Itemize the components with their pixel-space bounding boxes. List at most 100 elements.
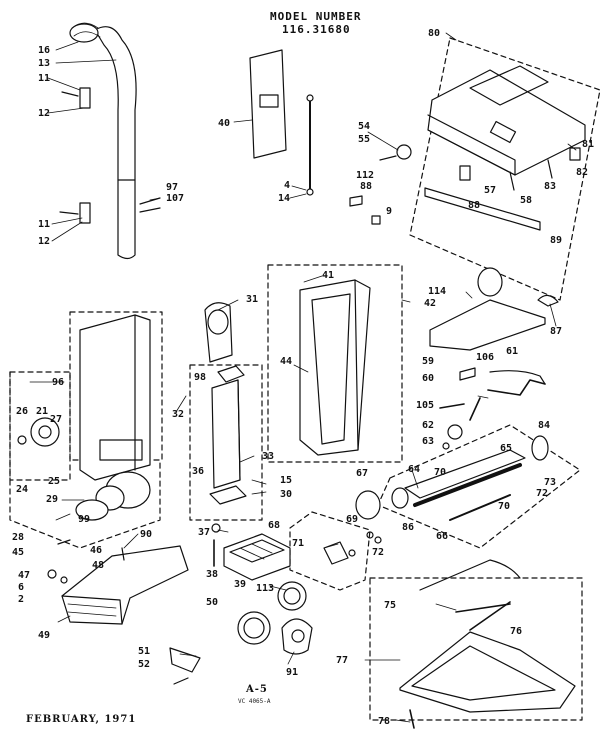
callout-91: 91 — [286, 667, 299, 678]
callout-6: 6 — [18, 582, 25, 593]
revision-date: FEBRUARY, 1971 — [26, 714, 137, 725]
callout-87: 87 — [550, 326, 563, 337]
callout-36: 36 — [192, 466, 205, 477]
callout-83: 83 — [544, 181, 557, 192]
bottom-bracket-drawing — [169, 647, 201, 685]
callout-2: 2 — [18, 594, 25, 605]
callout-112: 112 — [356, 170, 375, 181]
callout-21: 21 — [36, 406, 49, 417]
callout-105: 105 — [416, 400, 435, 411]
callout-113: 113 — [256, 583, 275, 594]
callout-33: 33 — [262, 451, 275, 462]
callout-71: 71 — [292, 538, 305, 549]
leader-lines — [29, 32, 577, 723]
callout-98: 98 — [194, 372, 207, 383]
callout-67: 67 — [356, 468, 369, 479]
callout-32: 32 — [172, 409, 185, 420]
callout-68: 68 — [268, 520, 281, 531]
wheel-hardware-drawing — [349, 144, 412, 225]
model-number-label: MODEL NUMBER — [270, 10, 362, 23]
callout-16: 16 — [38, 45, 51, 56]
callout-61: 61 — [506, 346, 519, 357]
callout-88: 88 — [360, 181, 373, 192]
callout-42: 42 — [424, 298, 437, 309]
callout-77: 77 — [336, 655, 349, 666]
callout-78: 78 — [378, 716, 391, 727]
brush-end-caps-drawing — [439, 403, 465, 450]
callout-65: 65 — [500, 443, 513, 454]
callout-55: 55 — [358, 134, 371, 145]
callout-106: 106 — [476, 352, 495, 363]
callout-40: 40 — [218, 118, 231, 129]
motor-housing-drawing — [69, 311, 163, 521]
callout-26: 26 — [16, 406, 29, 417]
nozzle-hardware-drawing — [47, 539, 125, 584]
callout-47: 47 — [18, 570, 31, 581]
callout-4: 4 — [284, 180, 291, 191]
callout-75: 75 — [384, 600, 397, 611]
callout-97: 97 — [166, 182, 179, 193]
callout-66: 66 — [436, 531, 449, 542]
switch-box-drawing — [9, 371, 71, 481]
callout-62: 62 — [422, 420, 435, 431]
model-number-value: 116.31680 — [282, 23, 351, 36]
cord-panel-drawing — [249, 49, 314, 196]
callout-28: 28 — [12, 532, 25, 543]
rings-and-pulley-drawing — [237, 581, 313, 655]
base-plate-drawing — [369, 559, 583, 729]
callout-90: 90 — [140, 529, 153, 540]
filter-block-drawing — [223, 533, 291, 581]
callout-99: 99 — [78, 514, 91, 525]
callout-14: 14 — [278, 193, 291, 204]
callout-86: 86 — [402, 522, 415, 533]
callout-37: 37 — [198, 527, 211, 538]
callout-44: 44 — [280, 356, 293, 367]
callout-58: 58 — [520, 195, 533, 206]
callout-38: 38 — [206, 569, 219, 580]
callout-59: 59 — [422, 356, 435, 367]
callout-96: 96 — [52, 377, 65, 388]
callout-49: 49 — [38, 630, 51, 641]
callout-81: 81 — [582, 139, 595, 150]
callout-60: 60 — [422, 373, 435, 384]
callout-11: 11 — [38, 73, 51, 84]
bag-frame-drawing — [267, 264, 403, 463]
callout-41: 41 — [322, 270, 335, 281]
handle-tube-drawing — [69, 22, 137, 260]
callout-25: 25 — [48, 476, 61, 487]
callout-27: 27 — [50, 414, 63, 425]
motor-mount-drawing — [289, 511, 371, 591]
callout-50: 50 — [206, 597, 219, 608]
page-number: A-5 — [246, 684, 268, 695]
bag-housing-drawing — [189, 302, 263, 521]
callout-80: 80 — [428, 28, 441, 39]
callout-13: 13 — [38, 58, 51, 69]
callout-51: 51 — [138, 646, 151, 657]
callout-9: 9 — [386, 206, 393, 217]
callout-73: 73 — [544, 477, 557, 488]
lever-rod-drawing — [469, 379, 546, 421]
callout-11b: 11 — [38, 219, 51, 230]
handle-clips-drawing — [59, 87, 91, 224]
callout-24: 24 — [16, 484, 29, 495]
foot-nozzle-drawing — [61, 545, 189, 625]
callout-69: 69 — [346, 514, 359, 525]
nozzle-housing-drawing — [409, 37, 601, 301]
callout-15: 15 — [280, 475, 293, 486]
callout-57: 57 — [484, 185, 497, 196]
motor-assembly-boundary — [9, 371, 161, 549]
callout-45: 45 — [12, 547, 25, 558]
callout-82: 82 — [576, 167, 589, 178]
callout-114: 114 — [428, 286, 447, 297]
callout-72: 72 — [536, 488, 549, 499]
callout-72b: 72 — [372, 547, 385, 558]
pedal-bracket-drawing — [429, 267, 559, 385]
callout-64: 64 — [408, 464, 421, 475]
callout-54: 54 — [358, 121, 371, 132]
callout-107: 107 — [166, 193, 185, 204]
drawing-code: VC 4065-A — [238, 698, 271, 705]
callout-88b: 88 — [468, 200, 481, 211]
callout-89: 89 — [550, 235, 563, 246]
